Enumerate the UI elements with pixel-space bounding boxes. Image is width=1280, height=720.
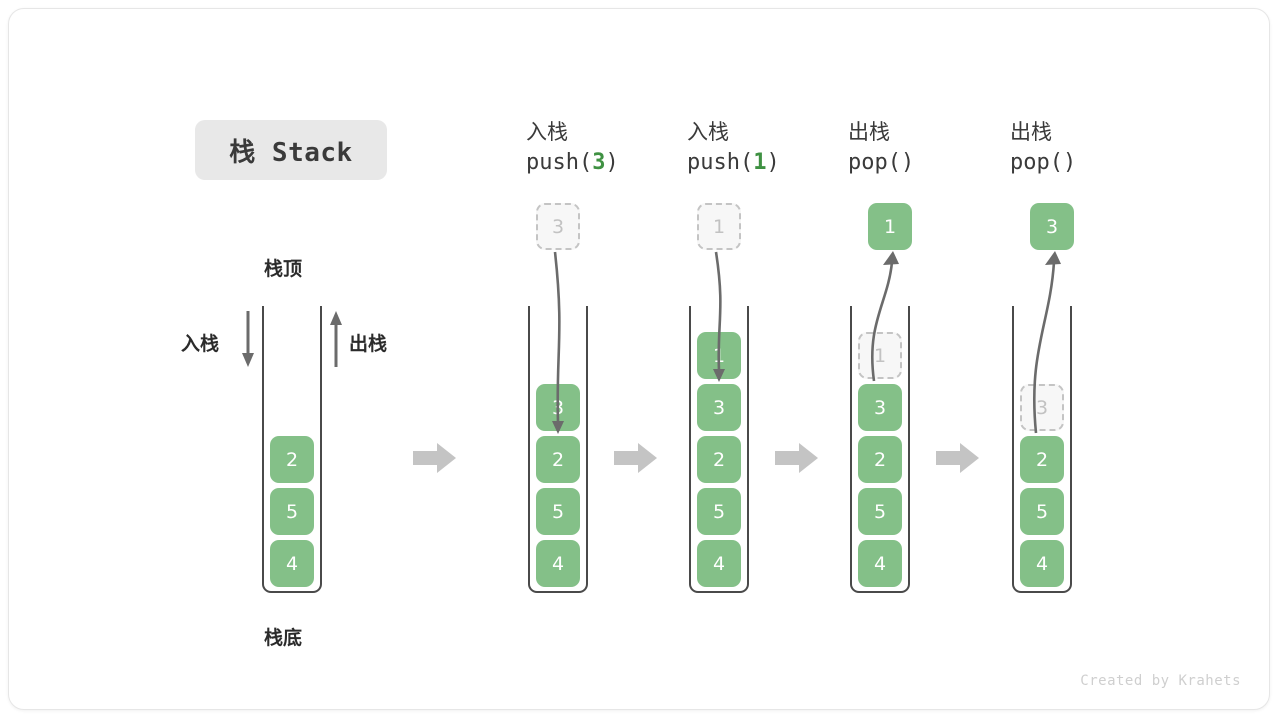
step-operation-argument: 1 (753, 150, 767, 175)
stack-cell: 5 (1020, 488, 1064, 535)
stack-cell: 2 (536, 436, 580, 483)
curved-arrow-icon (870, 251, 899, 382)
stack-container-push-3 (528, 306, 588, 593)
stack-cell: 2 (697, 436, 741, 483)
stack-cell: 4 (1020, 540, 1064, 587)
step-operation-name: 入栈 (687, 120, 729, 144)
stack-cell: 5 (858, 488, 902, 535)
stack-cell: 3 (697, 384, 741, 431)
stack-container-push-1 (689, 306, 749, 593)
arrow-right-block-icon (775, 443, 818, 473)
step-caption-pop-3: 出栈 pop() (1010, 117, 1160, 179)
step-operation-name: 出栈 (1010, 120, 1052, 144)
pop-side-label: 出栈 (349, 333, 388, 355)
step-operation-name: 出栈 (848, 120, 890, 144)
curved-arrow-icon (1032, 251, 1061, 434)
stack-cell: 4 (536, 540, 580, 587)
stack-cell: 2 (270, 436, 314, 483)
stack-bottom-label: 栈底 (264, 627, 303, 649)
floating-element-out: 1 (868, 203, 912, 250)
stack-cell-ghost: 3 (1020, 384, 1064, 431)
stack-container-pop-1 (850, 306, 910, 593)
stack-cell: 3 (858, 384, 902, 431)
floating-element-in: 3 (536, 203, 580, 250)
credit-text: Created by Krahets (1080, 673, 1241, 689)
stack-cell: 5 (270, 488, 314, 535)
stack-cell: 2 (858, 436, 902, 483)
curved-arrow-icon (552, 251, 564, 434)
step-caption-pop-1: 出栈 pop() (848, 117, 998, 179)
arrow-right-block-icon (614, 443, 657, 473)
stack-cell: 4 (858, 540, 902, 587)
stack-cell: 2 (1020, 436, 1064, 483)
step-caption-push-3: 入栈 push(3) (526, 117, 676, 179)
step-operation-code: pop() (1010, 150, 1077, 175)
stack-cell-ghost: 1 (858, 332, 902, 379)
step-caption-push-1: 入栈 push(1) (687, 117, 837, 179)
arrow-up-icon (330, 311, 342, 367)
step-operation-code: push(1) (687, 150, 780, 175)
title-badge-label: 栈 Stack (229, 137, 353, 168)
stack-cell: 4 (270, 540, 314, 587)
stack-cell: 5 (536, 488, 580, 535)
stack-cell: 4 (697, 540, 741, 587)
floating-element-out: 3 (1030, 203, 1074, 250)
stack-container-pop-3 (1012, 306, 1072, 593)
floating-element-in: 1 (697, 203, 741, 250)
title-badge: 栈 Stack (195, 120, 387, 180)
stack-cell: 5 (697, 488, 741, 535)
arrow-right-block-icon (413, 443, 456, 473)
arrow-down-icon (242, 311, 254, 367)
step-operation-argument: 3 (592, 150, 606, 175)
stack-top-label: 栈顶 (264, 258, 303, 280)
push-side-label: 入栈 (181, 333, 220, 355)
curved-arrow-icon (713, 251, 725, 382)
arrow-right-block-icon (936, 443, 979, 473)
step-operation-name: 入栈 (526, 120, 568, 144)
stack-container-initial (262, 306, 322, 593)
step-operation-code: push(3) (526, 150, 619, 175)
step-operation-code: pop() (848, 150, 915, 175)
